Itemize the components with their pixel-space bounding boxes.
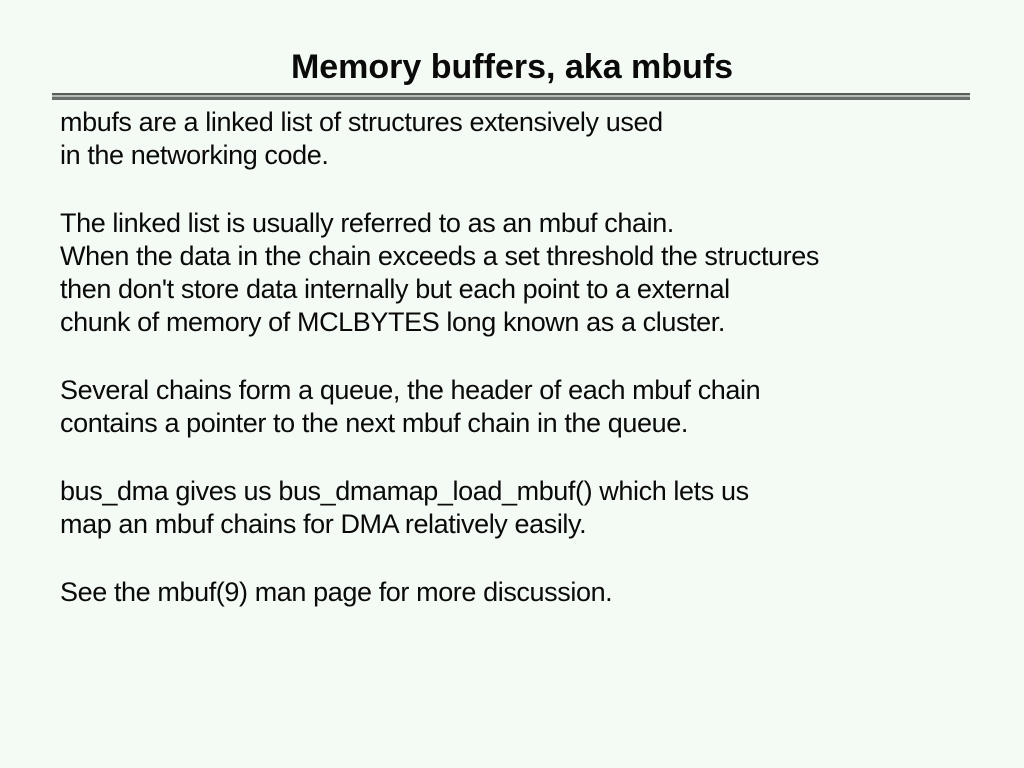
text-line: mbufs are a linked list of structures ex… — [60, 107, 663, 137]
paragraph-queue: Several chains form a queue, the header … — [60, 374, 1004, 440]
text-line: The linked list is usually referred to a… — [60, 208, 674, 238]
text-line: map an mbuf chains for DMA relatively ea… — [60, 509, 587, 539]
slide-body: mbufs are a linked list of structures ex… — [60, 106, 1004, 644]
paragraph-see-manpage: See the mbuf(9) man page for more discus… — [60, 576, 1004, 609]
text-line: contains a pointer to the next mbuf chai… — [60, 408, 688, 438]
paragraph-mbuf-chain: The linked list is usually referred to a… — [60, 207, 1004, 339]
text-line: When the data in the chain exceeds a set… — [60, 241, 819, 271]
title-divider-rule — [52, 93, 970, 100]
text-line: Several chains form a queue, the header … — [60, 375, 761, 405]
paragraph-intro: mbufs are a linked list of structures ex… — [60, 106, 1004, 172]
text-line: in the networking code. — [60, 140, 329, 170]
text-line: bus_dma gives us bus_dmamap_load_mbuf() … — [60, 476, 749, 506]
text-line: chunk of memory of MCLBYTES long known a… — [60, 307, 725, 337]
slide-title: Memory buffers, aka mbufs — [290, 48, 734, 86]
text-line: then don't store data internally but eac… — [60, 274, 730, 304]
text-line: See the mbuf(9) man page for more discus… — [60, 577, 613, 607]
paragraph-bus-dma: bus_dma gives us bus_dmamap_load_mbuf() … — [60, 475, 1004, 541]
